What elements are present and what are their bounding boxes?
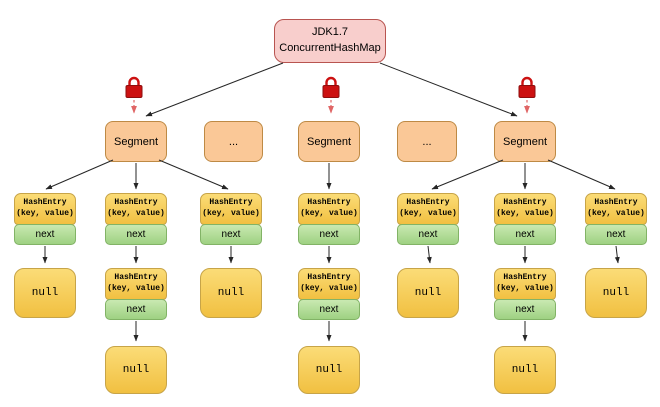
segment-label: Segment: [306, 135, 352, 148]
hashentry-title: HashEntry: [594, 198, 638, 208]
next-pointer: next: [397, 224, 459, 245]
segment-label: Segment: [502, 135, 548, 148]
next-label: next: [221, 229, 241, 240]
next-pointer: next: [14, 224, 76, 245]
hashentry-node-col4: HashEntry (key, value) next: [298, 193, 360, 245]
hashentry-header: HashEntry (key, value): [494, 193, 556, 225]
lock-icon: [516, 75, 538, 99]
hashentry-node-col6: HashEntry (key, value) next: [494, 193, 556, 245]
next-label: next: [515, 304, 535, 315]
segment-node-2: Segment: [298, 121, 360, 162]
hashentry-header: HashEntry (key, value): [200, 193, 262, 225]
root-label-line1: JDK1.7: [311, 26, 349, 39]
hashentry-subtitle: (key, value): [496, 209, 554, 218]
hashentry-header: HashEntry (key, value): [585, 193, 647, 225]
hashentry-header: HashEntry (key, value): [494, 268, 556, 300]
hashentry-title: HashEntry: [23, 198, 67, 208]
hashentry-node-col2: HashEntry (key, value) next: [105, 193, 167, 245]
hashentry-title: HashEntry: [307, 273, 351, 283]
hashentry-subtitle: (key, value): [300, 209, 358, 218]
hashentry-header: HashEntry (key, value): [105, 268, 167, 300]
null-node: null: [585, 268, 647, 318]
null-label: null: [31, 287, 59, 299]
null-label: null: [315, 364, 343, 376]
hashentry-node-col6-level2: HashEntry (key, value) next: [494, 268, 556, 320]
null-label: null: [602, 287, 630, 299]
next-label: next: [319, 229, 339, 240]
hashentry-subtitle: (key, value): [107, 209, 165, 218]
next-pointer: next: [105, 224, 167, 245]
hashentry-title: HashEntry: [114, 273, 158, 283]
null-node: null: [200, 268, 262, 318]
hashentry-subtitle: (key, value): [16, 209, 74, 218]
segment-node-3: Segment: [494, 121, 556, 162]
hashentry-title: HashEntry: [209, 198, 253, 208]
hashentry-header: HashEntry (key, value): [105, 193, 167, 225]
null-node: null: [494, 346, 556, 394]
next-label: next: [606, 229, 626, 240]
hashentry-header: HashEntry (key, value): [298, 268, 360, 300]
hashentry-title: HashEntry: [406, 198, 450, 208]
root-node-jdk17-concurrenthashmap: JDK1.7 ConcurrentHashMap: [274, 19, 386, 63]
next-pointer: next: [585, 224, 647, 245]
next-pointer: next: [494, 299, 556, 320]
hashentry-subtitle: (key, value): [399, 209, 457, 218]
hashentry-subtitle: (key, value): [496, 284, 554, 293]
null-label: null: [511, 364, 539, 376]
hashentry-subtitle: (key, value): [107, 284, 165, 293]
hashentry-node-col4-level2: HashEntry (key, value) next: [298, 268, 360, 320]
hashentry-subtitle: (key, value): [202, 209, 260, 218]
hashentry-header: HashEntry (key, value): [298, 193, 360, 225]
segment-label: Segment: [113, 135, 159, 148]
hashentry-title: HashEntry: [503, 273, 547, 283]
hashentry-subtitle: (key, value): [300, 284, 358, 293]
lock-icon: [123, 75, 145, 99]
hashentry-title: HashEntry: [114, 198, 158, 208]
next-label: next: [515, 229, 535, 240]
hashentry-title: HashEntry: [307, 198, 351, 208]
null-node: null: [105, 346, 167, 394]
null-node: null: [397, 268, 459, 318]
root-label-line2: ConcurrentHashMap: [279, 42, 381, 54]
next-pointer: next: [105, 299, 167, 320]
next-label: next: [126, 229, 146, 240]
null-node: null: [298, 346, 360, 394]
hashentry-node-col1: HashEntry (key, value) next: [14, 193, 76, 245]
next-pointer: next: [298, 299, 360, 320]
next-label: next: [319, 304, 339, 315]
segment-node-1: Segment: [105, 121, 167, 162]
next-label: next: [126, 304, 146, 315]
hashentry-title: HashEntry: [503, 198, 547, 208]
lock-icon: [320, 75, 342, 99]
next-pointer: next: [200, 224, 262, 245]
hashentry-node-col7: HashEntry (key, value) next: [585, 193, 647, 245]
ellipsis-label: ...: [228, 135, 239, 148]
next-label: next: [35, 229, 55, 240]
null-label: null: [217, 287, 245, 299]
null-label: null: [414, 287, 442, 299]
next-pointer: next: [494, 224, 556, 245]
ellipsis-node-1: ...: [204, 121, 263, 162]
hashentry-node-col2-level2: HashEntry (key, value) next: [105, 268, 167, 320]
ellipsis-label: ...: [422, 135, 432, 148]
hashentry-node-col3: HashEntry (key, value) next: [200, 193, 262, 245]
hashentry-header: HashEntry (key, value): [397, 193, 459, 225]
hashentry-subtitle: (key, value): [587, 209, 645, 218]
null-node: null: [14, 268, 76, 318]
ellipsis-node-2: ...: [397, 121, 457, 162]
next-label: next: [418, 229, 438, 240]
next-pointer: next: [298, 224, 360, 245]
null-label: null: [122, 364, 150, 376]
hashentry-node-col5: HashEntry (key, value) next: [397, 193, 459, 245]
hashentry-header: HashEntry (key, value): [14, 193, 76, 225]
